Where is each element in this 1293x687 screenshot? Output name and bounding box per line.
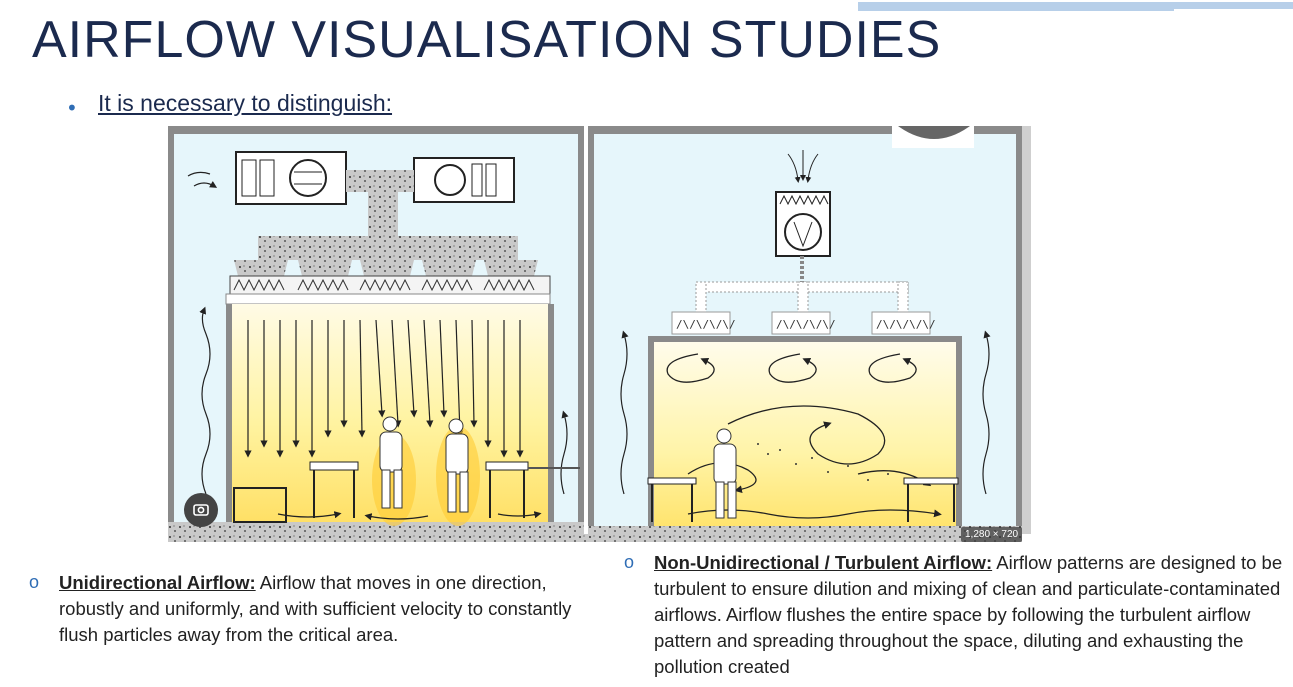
left-diagram [168, 126, 588, 542]
visual-search-button[interactable] [184, 493, 218, 527]
filter-label-3: /\/\/\/\/ [876, 318, 936, 331]
circle-bullet-icon: o [624, 549, 634, 575]
airflow-figure: /\/\/\/\/ /\/\/\/\/ /\/\/\/\/ [168, 124, 1031, 544]
definition-unidirectional: o Unidirectional Airflow: Airflow that m… [59, 570, 599, 648]
right-diagram: /\/\/\/\/ /\/\/\/\/ /\/\/\/\/ [588, 124, 1031, 542]
lead-bullet: It is necessary to distinguish: [98, 90, 392, 117]
filter-label-1: /\/\/\/\/ [676, 318, 736, 331]
page-title: AIRFLOW VISUALISATION STUDIES [32, 10, 941, 70]
bullet-dot-icon: • [66, 96, 78, 120]
gear-icon [892, 124, 974, 148]
definition-term: Unidirectional Airflow: [59, 572, 256, 593]
image-size-badge: 1,280 × 720 [961, 527, 1022, 542]
camera-icon [192, 501, 210, 519]
top-accent-gap [1174, 9, 1293, 12]
definition-term: Non-Unidirectional / Turbulent Airflow: [654, 552, 992, 573]
circle-bullet-icon: o [29, 569, 39, 595]
definition-turbulent: o Non-Unidirectional / Turbulent Airflow… [654, 550, 1286, 680]
filter-label-2: /\/\/\/\/ [776, 318, 836, 331]
